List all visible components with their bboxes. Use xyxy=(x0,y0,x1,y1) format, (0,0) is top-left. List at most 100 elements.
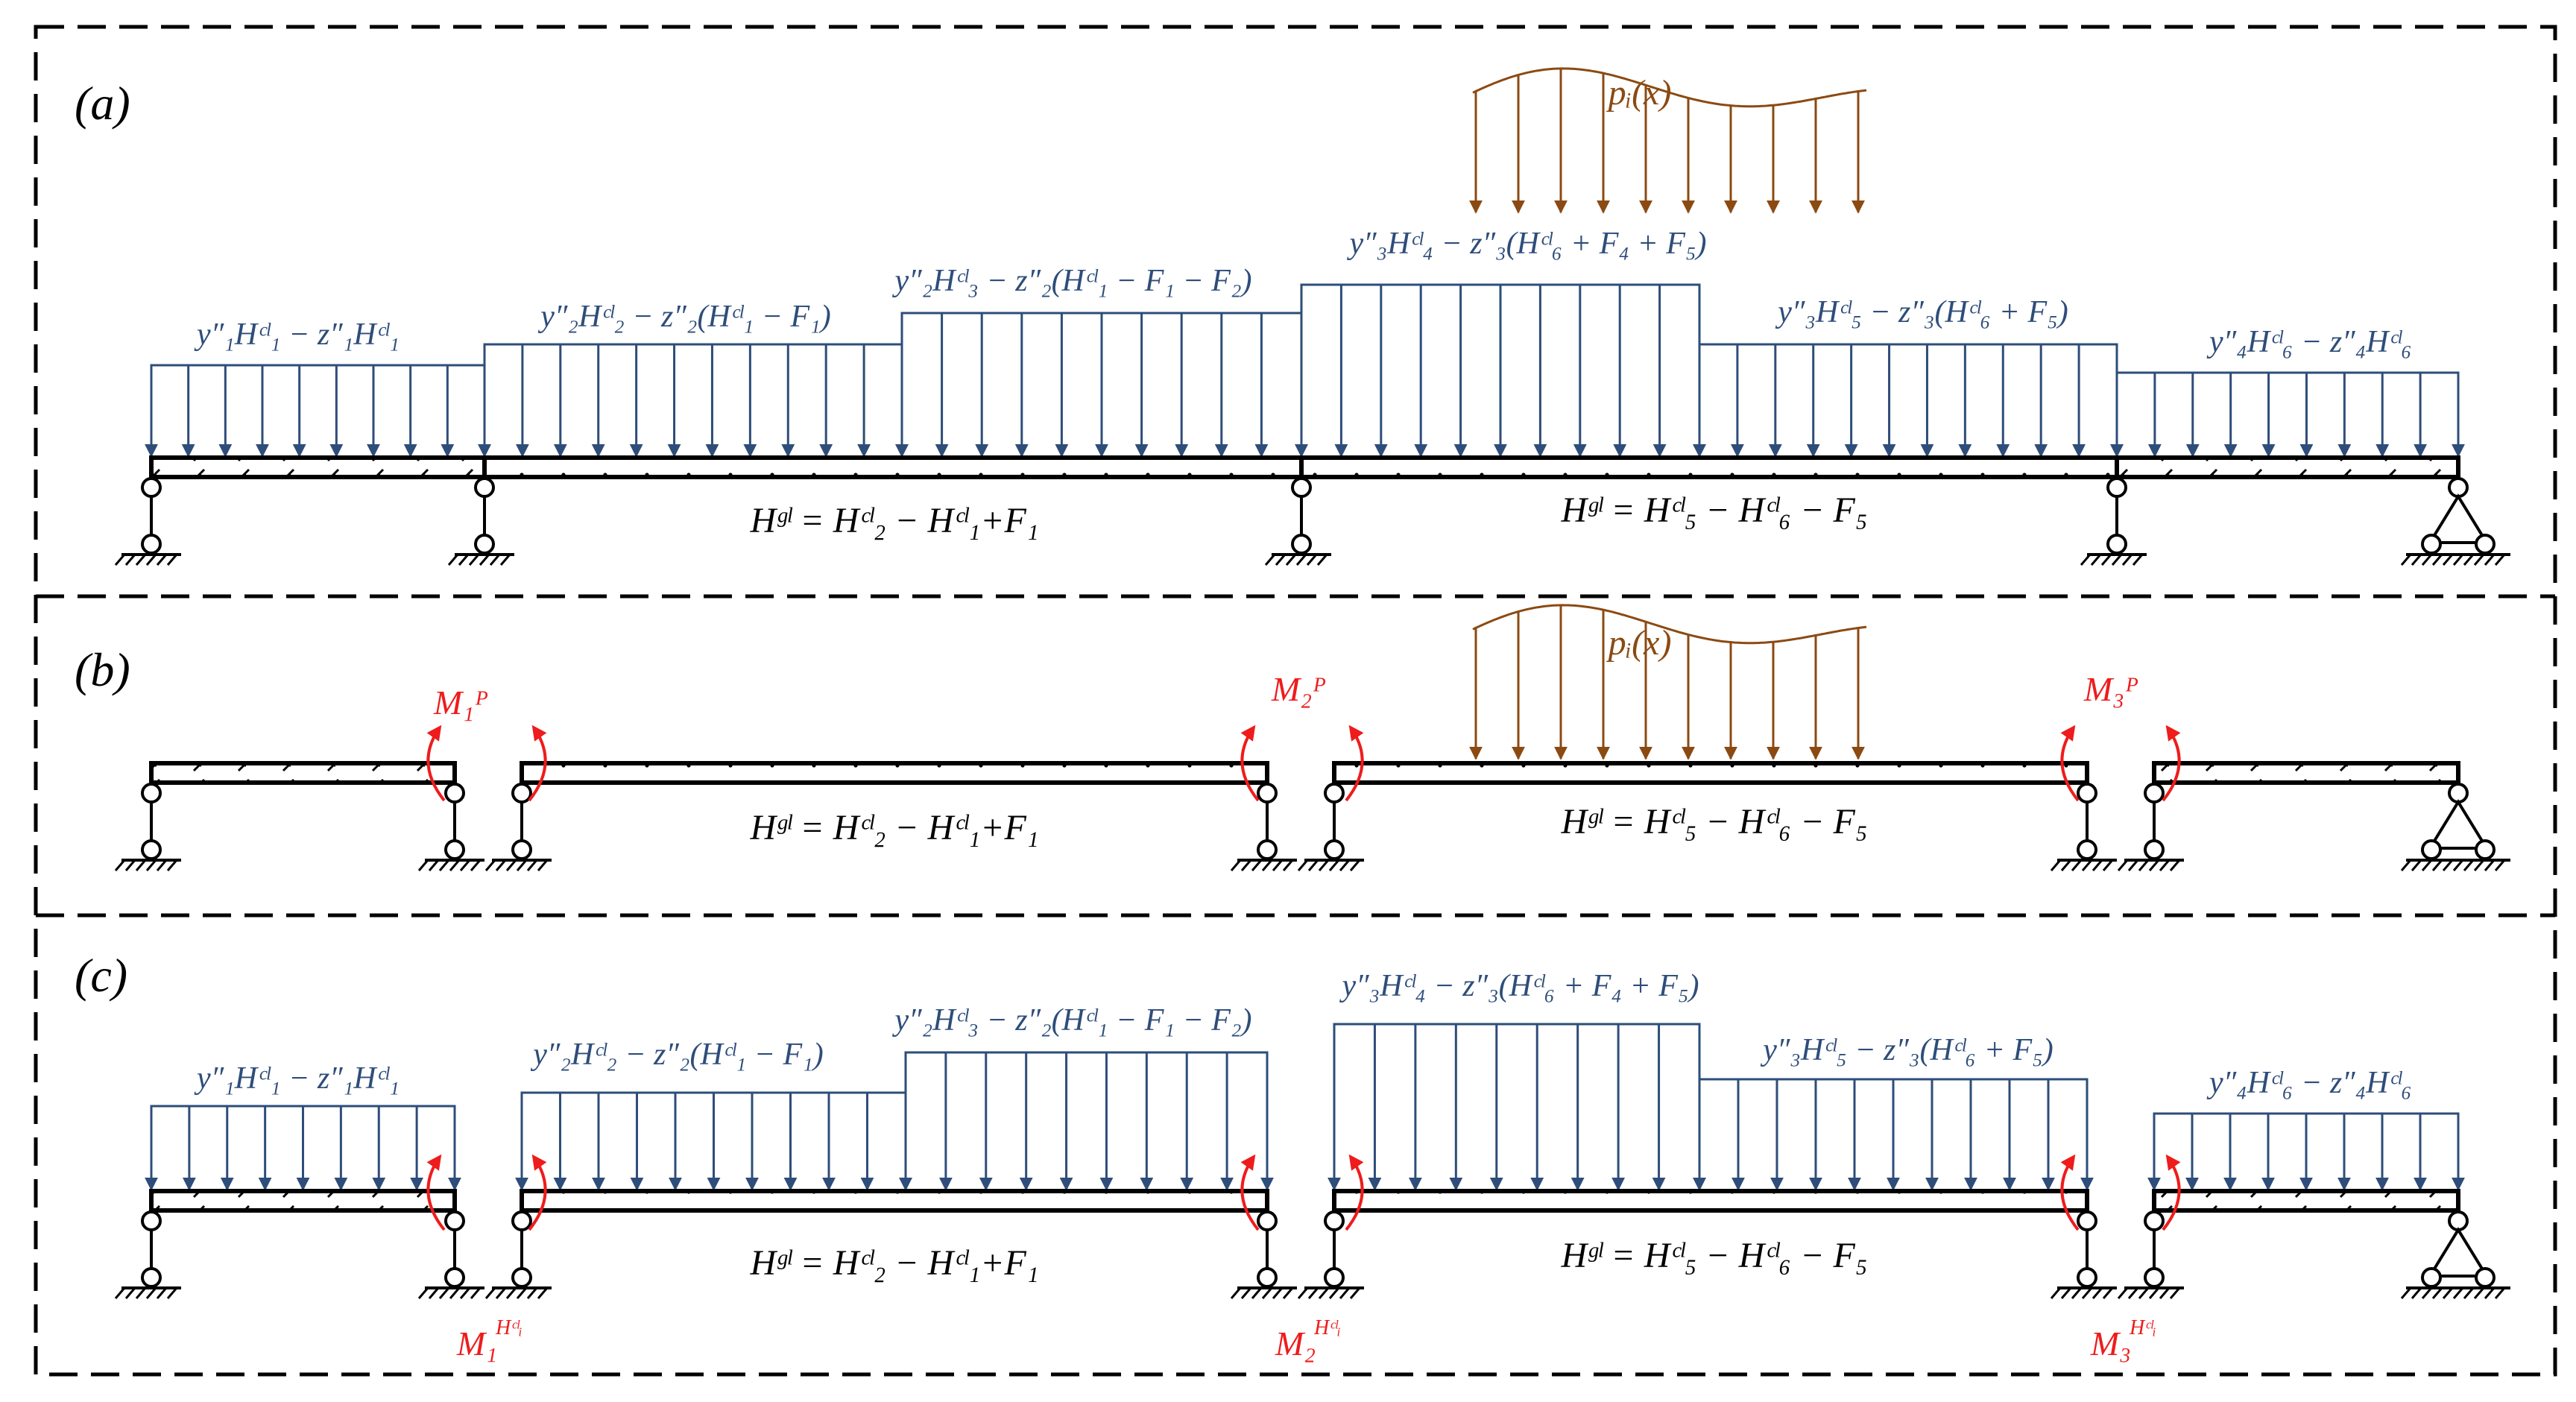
load-label-4: y″₃Hᶜˡ₄ − z″₃(Hᶜˡ₆ + F₄ + F₅) xyxy=(1346,227,1706,261)
ground-hatch xyxy=(470,859,482,871)
ground-hatch xyxy=(516,859,528,871)
support-pin xyxy=(511,1210,532,1231)
moment-arrow xyxy=(528,1154,547,1231)
moment-label-2: M₂ᴾ xyxy=(1271,670,1325,708)
load-label-2: y″₂Hᶜˡ₂ − z″₂(Hᶜˡ₁ − F₁) xyxy=(537,300,830,334)
ground-hatch xyxy=(2138,1287,2150,1299)
distributed-load xyxy=(515,1091,912,1191)
ground-hatch xyxy=(2060,1287,2072,1299)
distributed-load xyxy=(1295,283,1706,458)
ground-hatch xyxy=(1251,859,1263,871)
ground-hatch xyxy=(2148,859,2160,871)
load-outline xyxy=(1333,1023,1701,1191)
distributed-load xyxy=(1328,1023,1706,1191)
dotted-beam xyxy=(1332,761,2089,785)
moment-sup-1: Hᶜˡᵢ xyxy=(495,1316,523,1339)
ground-hatch xyxy=(1285,554,1297,566)
ground-hatch xyxy=(2494,1287,2506,1299)
support-triangle xyxy=(2427,1227,2490,1278)
equation-span-2: Hᵍˡ = Hᶜˡ₂ − Hᶜˡ₁+F₁ xyxy=(749,501,1038,540)
ground-hatch xyxy=(484,1287,496,1299)
ground-hatch xyxy=(2494,859,2506,871)
ground-hatch xyxy=(2092,1287,2103,1299)
ground-hatch xyxy=(114,1287,126,1299)
ground-hatch xyxy=(1307,859,1319,871)
moment-label-1: M₁ᴾ xyxy=(433,683,487,721)
ground-hatch xyxy=(2473,1287,2485,1299)
roller-support xyxy=(1230,783,1297,871)
ground-hatch xyxy=(537,1287,549,1299)
ground-hatch xyxy=(2100,554,2112,566)
moment-arrow xyxy=(2162,724,2181,802)
distributed-load xyxy=(895,312,1308,458)
hatched-beam xyxy=(2152,1189,2460,1213)
load-label-3: y″₂Hᶜˡ₃ − z″₂(Hᶜˡ₁ − F₁ − F₂) xyxy=(891,1003,1251,1038)
support-triangle xyxy=(2427,493,2490,544)
ground-hatch xyxy=(2411,1287,2422,1299)
ground-hatch xyxy=(1275,554,1287,566)
hatched-beam xyxy=(149,1189,457,1213)
ground-hatch xyxy=(1282,859,1294,871)
support-pin xyxy=(2077,839,2097,860)
support-pin xyxy=(444,1210,465,1231)
support-pin xyxy=(511,1267,532,1288)
ground-hatch xyxy=(2159,1287,2171,1299)
load-outline xyxy=(904,1051,1269,1191)
support-pin xyxy=(141,534,162,555)
support-pin xyxy=(1257,839,1278,860)
load-label-3: y″₂Hᶜˡ₃ − z″₂(Hᶜˡ₁ − F₁ − F₂) xyxy=(891,264,1251,298)
ground-hatch xyxy=(2080,554,2092,566)
ground-hatch xyxy=(1349,1287,1361,1299)
ground-hatch xyxy=(2442,554,2454,566)
moment-arrow xyxy=(426,724,446,802)
ground-hatch xyxy=(2494,554,2506,566)
moment-arrow xyxy=(2162,1154,2181,1231)
distributed-load xyxy=(2110,371,2465,458)
support-pin xyxy=(2144,1267,2165,1288)
ground-hatch xyxy=(2484,554,2496,566)
ground-hatch xyxy=(499,554,511,566)
moment-arrow xyxy=(1345,724,1364,802)
ground-hatch xyxy=(145,1287,157,1299)
ground-hatch xyxy=(526,859,538,871)
ground-hatch xyxy=(2452,859,2464,871)
pin-support xyxy=(2400,1210,2510,1299)
support-pin xyxy=(2421,1267,2442,1288)
panel-label-c: (c) xyxy=(75,949,127,1002)
roller-support xyxy=(2117,1210,2184,1299)
px-load xyxy=(1469,604,1867,760)
ground-hatch xyxy=(166,1287,178,1299)
moment-label-1: M₁ xyxy=(456,1324,497,1362)
support-pin xyxy=(141,477,162,498)
ground-hatch xyxy=(1261,1287,1273,1299)
ground-hatch xyxy=(145,859,157,871)
ground-hatch xyxy=(2111,554,2123,566)
support-pin xyxy=(2077,783,2097,803)
ground-hatch xyxy=(2473,554,2485,566)
load-label-5: y″₃Hᶜˡ₅ − z″₃(Hᶜˡ₆ + F₅) xyxy=(1775,295,2068,329)
ground-hatch xyxy=(1297,859,1309,871)
hatched-beam xyxy=(2115,455,2460,479)
dotted-beam xyxy=(520,1189,1269,1213)
ground-hatch xyxy=(2148,1287,2160,1299)
distributed-load xyxy=(2147,1112,2465,1191)
roller-support xyxy=(2050,783,2117,871)
ground-hatch xyxy=(2431,1287,2443,1299)
equation-span-2: Hᵍˡ = Hᶜˡ₂ − Hᶜˡ₁+F₁ xyxy=(749,1243,1038,1283)
ground-hatch xyxy=(468,554,480,566)
distributed-load xyxy=(145,1105,461,1191)
roller-support xyxy=(2080,477,2147,566)
ground-hatch xyxy=(124,1287,136,1299)
load-outline xyxy=(483,343,903,458)
ground-hatch xyxy=(2431,859,2443,871)
support-pin xyxy=(474,534,495,555)
support-pin xyxy=(2475,839,2496,860)
moment-label-2: M₂ xyxy=(1275,1324,1316,1362)
support-pin xyxy=(1324,783,1345,803)
support-pin xyxy=(2475,534,2496,555)
ground-hatch xyxy=(2463,859,2475,871)
support-pin xyxy=(1324,1210,1345,1231)
distributed-load xyxy=(899,1051,1274,1191)
ground-hatch xyxy=(1272,859,1284,871)
ground-hatch xyxy=(2090,554,2102,566)
